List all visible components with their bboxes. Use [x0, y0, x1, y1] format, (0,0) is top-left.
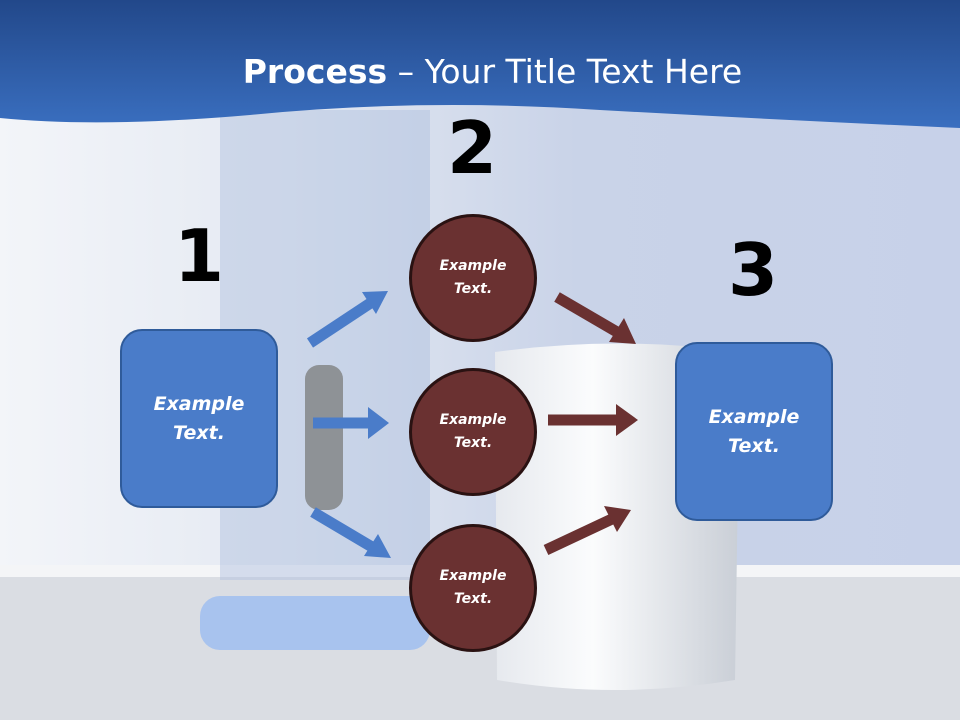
- arrow-1-to-bottom: [310, 507, 391, 558]
- step-3-box[interactable]: Example Text.: [675, 342, 833, 521]
- step-1-text: Example Text.: [153, 392, 245, 444]
- step-2-circle-middle[interactable]: Example Text.: [409, 368, 537, 496]
- arrow-bottom-to-3: [543, 506, 631, 555]
- arrow-middle-to-3: [548, 404, 638, 436]
- slide-title: Process – Your Title Text Here: [0, 52, 960, 91]
- title-bold: Process: [242, 52, 388, 91]
- step-3-text: Example Text.: [708, 405, 800, 457]
- circle-top-text: Example Text.: [439, 258, 507, 297]
- arrow-top-to-3: [554, 292, 636, 344]
- step-number-2: 2: [446, 106, 498, 190]
- step-2-circle-top[interactable]: Example Text.: [409, 214, 537, 342]
- arrow-1-to-top: [306, 291, 388, 348]
- step-number-1: 1: [173, 214, 225, 298]
- circle-bottom-text: Example Text.: [439, 568, 507, 607]
- arrow-1-to-middle: [313, 407, 389, 439]
- step-number-3: 3: [727, 228, 779, 312]
- circle-middle-text: Example Text.: [439, 412, 507, 451]
- step-2-circle-bottom[interactable]: Example Text.: [409, 524, 537, 652]
- title-rest: – Your Title Text Here: [387, 52, 743, 91]
- header-wave: [0, 0, 960, 128]
- step-1-box[interactable]: Example Text.: [120, 329, 278, 508]
